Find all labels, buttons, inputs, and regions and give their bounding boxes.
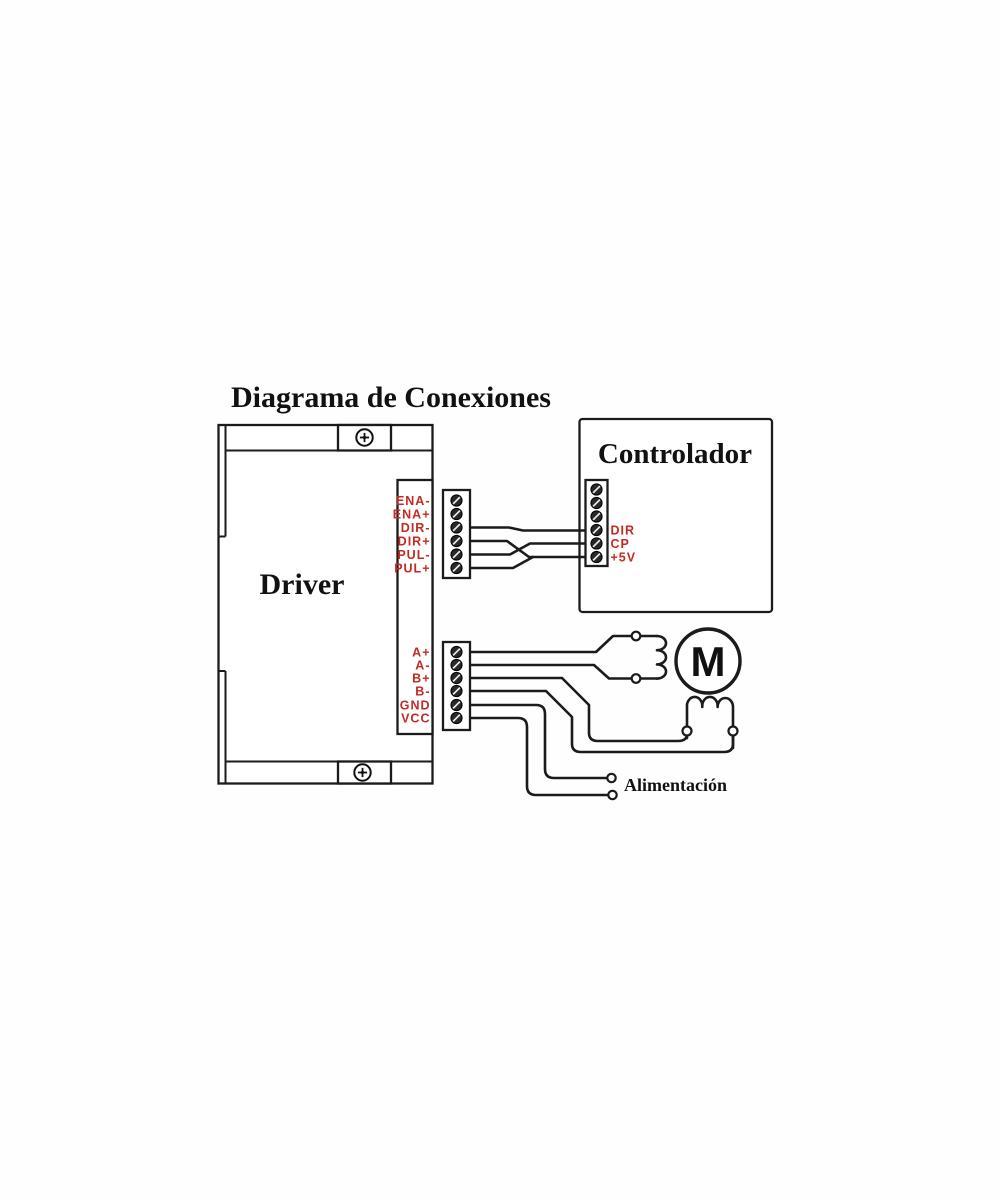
controller-box: Controlador — [578, 417, 774, 614]
case-screw-icon — [353, 763, 372, 782]
pin-label-ena-plus: ENA+ — [393, 508, 431, 522]
pin-label-dir: DIR — [611, 524, 636, 538]
case-screw-icon — [355, 428, 374, 447]
terminal-screw-icon — [450, 645, 463, 659]
wire-a-minus — [468, 663, 659, 680]
wire-a-plus — [468, 634, 659, 654]
terminal-block-power — [441, 640, 472, 732]
wire-pulminus-to-cp — [468, 542, 594, 556]
terminal-screw-icon — [450, 671, 463, 685]
pin-label-vcc: VCC — [401, 712, 430, 726]
terminal-screw-icon — [590, 483, 603, 496]
wire-gnd — [468, 703, 609, 780]
connection-point-icon — [630, 673, 642, 684]
pin-label-dir-plus: DIR+ — [398, 535, 431, 549]
motor-letter: M — [691, 638, 726, 685]
pin-label-ena-minus: ENA- — [396, 494, 431, 508]
coil-b-icon — [685, 695, 735, 750]
terminal-block-controller — [584, 478, 609, 568]
terminal-screw-icon — [450, 698, 463, 712]
terminal-screw-icon — [450, 534, 463, 548]
terminal-screw-icon — [450, 494, 463, 507]
terminal-screw-icon — [450, 684, 463, 698]
signal-wires — [468, 526, 594, 570]
pin-label-dir-minus: DIR- — [401, 521, 431, 535]
driver-power-pin-labels: A+ A- B+ B- GND VCC — [400, 646, 431, 726]
connection-point-icon — [681, 725, 693, 737]
terminal-screw-icon — [450, 548, 463, 561]
terminal-screw-icon — [450, 561, 463, 575]
motor-symbol: M — [674, 627, 742, 695]
terminal-screw-icon — [450, 521, 463, 534]
coil-a-icon — [655, 634, 668, 680]
pin-label-b-plus: B+ — [412, 672, 430, 686]
controller-outer-case — [578, 417, 774, 614]
terminal-screw-icon — [590, 523, 603, 537]
pin-label-b-minus: B- — [415, 685, 430, 699]
wire-pulplus-to-5v — [468, 555, 535, 570]
driver-box: Driver — [217, 423, 434, 785]
diagram-title: Diagrama de Conexiones — [231, 381, 551, 414]
pin-label-5v: +5V — [611, 551, 637, 565]
connection-point-icon — [727, 725, 739, 737]
terminal-screw-icon — [450, 658, 463, 672]
terminal-screw-icon — [450, 711, 463, 725]
pin-label-pul-minus: PUL- — [397, 548, 430, 562]
pin-label-cp: CP — [611, 537, 630, 551]
controller-pin-labels: DIR CP +5V — [611, 524, 637, 565]
terminal-screw-icon — [590, 496, 603, 510]
pin-label-a-minus: A- — [415, 659, 430, 673]
controller-label: Controlador — [598, 438, 752, 470]
terminal-screw-icon — [590, 550, 603, 564]
wire-b-plus — [468, 676, 689, 743]
driver-signal-pin-labels: ENA- ENA+ DIR- DIR+ PUL- PUL+ — [393, 494, 431, 576]
terminal-screw-icon — [590, 537, 603, 550]
driver-pin-label-panel — [396, 478, 434, 736]
terminal-screw-icon — [450, 507, 463, 521]
wire-b-minus — [468, 689, 735, 754]
motor-circle — [674, 627, 742, 695]
terminal-block-signal — [441, 488, 472, 580]
supply-terminal-icon — [606, 772, 617, 784]
supply-terminal-icon — [607, 789, 618, 801]
pin-label-gnd: GND — [400, 699, 431, 713]
wire-dirminus-to-dir — [468, 526, 594, 532]
power-supply-label: Alimentación — [624, 775, 727, 795]
pin-label-a-plus: A+ — [412, 646, 430, 660]
wire-vcc — [468, 716, 610, 797]
pin-label-pul-plus: PUL+ — [394, 562, 430, 576]
driver-label: Driver — [260, 568, 345, 601]
connection-point-icon — [630, 630, 642, 642]
terminal-screw-icon — [590, 510, 603, 523]
